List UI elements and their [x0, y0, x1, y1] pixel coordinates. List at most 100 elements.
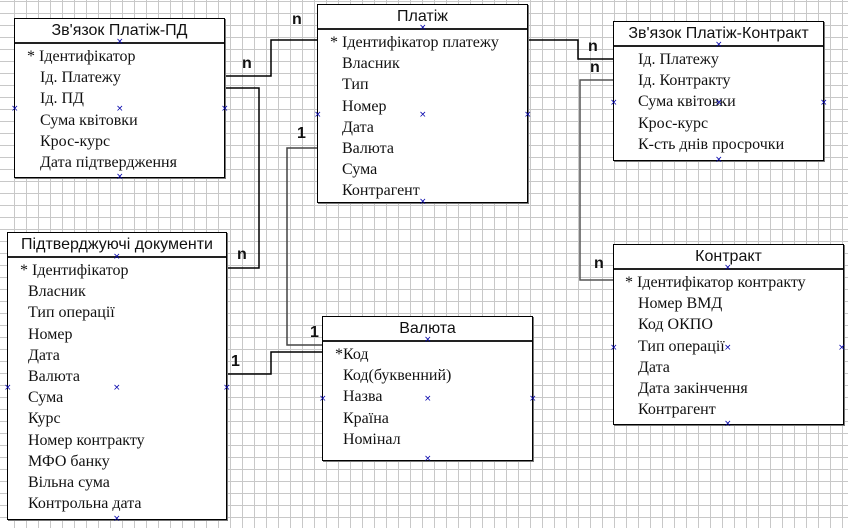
field: Власник — [342, 55, 400, 73]
field-primary-key: Ідентифікатор платежу — [318, 32, 527, 53]
entity-valyuta[interactable]: Валюта Код Код(буквенний) Назва Країна Н… — [322, 316, 533, 461]
entity-title: Підтверджуючі документи — [8, 233, 226, 258]
selection-handle-icon[interactable]: × — [838, 343, 846, 353]
cardinality-label: n — [242, 55, 252, 72]
selection-handle-icon[interactable]: × — [724, 263, 732, 273]
field: Ід. ПД — [40, 90, 84, 108]
field: Ід. Контракту — [638, 72, 731, 90]
selection-handle-icon[interactable]: × — [419, 23, 427, 33]
selection-handle-icon[interactable]: × — [724, 343, 732, 353]
entity-pidtv-dokumenty[interactable]: Підтверджуючі документи Ідентифікатор Вл… — [7, 232, 227, 520]
cardinality-label: n — [590, 59, 600, 76]
field: Ід. Платежу — [638, 51, 719, 68]
cardinality-label: n — [588, 38, 598, 55]
field: Дата — [342, 118, 374, 136]
selection-handle-icon[interactable]: × — [715, 155, 723, 165]
field: Номер — [28, 325, 73, 343]
selection-handle-icon[interactable]: × — [314, 110, 322, 120]
selection-handle-icon[interactable]: × — [4, 383, 12, 393]
rel-line-docs-valyuta — [228, 351, 322, 375]
selection-handle-icon[interactable]: × — [221, 104, 229, 114]
entity-title: Платіж — [318, 5, 527, 30]
selection-handle-icon[interactable]: × — [116, 104, 124, 114]
selection-handle-icon[interactable]: × — [424, 335, 432, 345]
cardinality-label: 1 — [297, 125, 306, 142]
cardinality-label: n — [237, 246, 247, 263]
selection-handle-icon[interactable]: × — [223, 383, 231, 393]
field: Номер контракту — [28, 431, 145, 449]
field-primary-key: Ідентифікатор контракту — [614, 272, 843, 293]
selection-handle-icon[interactable]: × — [610, 343, 618, 353]
cardinality-label: 1 — [231, 353, 240, 370]
selection-handle-icon[interactable]: × — [610, 98, 618, 108]
field-primary-key: Ідентифікатор — [8, 260, 226, 281]
field: Контрагент — [342, 182, 420, 200]
field: Код(буквенний) — [343, 367, 452, 385]
field-primary-key: Ідентифікатор — [15, 46, 224, 67]
field: Дата підтвердження — [40, 153, 177, 171]
field: Номінал — [343, 430, 401, 448]
selection-handle-icon[interactable]: × — [715, 98, 723, 108]
field: Дата — [638, 358, 670, 376]
field: Контрольна дата — [28, 495, 142, 513]
selection-handle-icon[interactable]: × — [319, 394, 327, 404]
selection-handle-icon[interactable]: × — [116, 172, 124, 182]
field: Тип операції — [28, 304, 115, 322]
field: Валюта — [28, 367, 80, 385]
selection-handle-icon[interactable]: × — [419, 197, 427, 207]
entity-kontrakt[interactable]: Контракт Ідентифікатор контракту Номер В… — [613, 244, 844, 425]
field: Власник — [28, 283, 86, 301]
rel-line-pd-docs — [226, 87, 260, 269]
selection-handle-icon[interactable]: × — [113, 383, 121, 393]
field: МФО банку — [28, 452, 110, 470]
field: Дата закінчення — [638, 379, 748, 397]
field: Номер — [342, 97, 387, 115]
field: Країна — [343, 409, 389, 427]
entity-zv-platizh-pd[interactable]: Зв'язок Платіж-ПД Ідентифікатор Ід. Плат… — [14, 18, 225, 178]
field: Сума — [28, 389, 64, 407]
selection-handle-icon[interactable]: × — [820, 98, 828, 108]
cardinality-label: n — [292, 11, 302, 28]
selection-handle-icon[interactable]: × — [11, 104, 19, 114]
field: Сума — [342, 161, 378, 179]
field: Крос-курс — [638, 114, 709, 132]
rel-line-platizh-valyuta — [286, 147, 322, 346]
field: Крос-курс — [40, 132, 111, 150]
field: Тип операції — [638, 337, 725, 355]
field: Назва — [343, 388, 383, 406]
field: Вільна сума — [28, 473, 110, 491]
field: Сума квітовки — [40, 111, 138, 129]
selection-handle-icon[interactable]: × — [113, 252, 121, 262]
selection-handle-icon[interactable]: × — [524, 110, 532, 120]
entity-title: Контракт — [614, 245, 843, 270]
selection-handle-icon[interactable]: × — [116, 37, 124, 47]
selection-handle-icon[interactable]: × — [715, 40, 723, 50]
field: К-сть днів просрочки — [638, 135, 785, 153]
field: Валюта — [342, 139, 394, 157]
field: Тип — [342, 76, 369, 94]
selection-handle-icon[interactable]: × — [113, 514, 121, 524]
rel-line-zvk-kontrakt — [579, 79, 614, 281]
cardinality-label: n — [594, 255, 604, 272]
entity-title: Зв'язок Платіж-ПД — [15, 19, 224, 44]
field: Курс — [28, 410, 61, 428]
selection-handle-icon[interactable]: × — [529, 394, 537, 404]
selection-handle-icon[interactable]: × — [424, 394, 432, 404]
field: Контрагент — [638, 401, 716, 419]
field: Код ОКПО — [638, 316, 713, 334]
selection-handle-icon[interactable]: × — [424, 454, 432, 464]
entity-zv-platizh-kontrakt[interactable]: Зв'язок Платіж-Контракт Ід. Платежу Ід. … — [613, 21, 824, 161]
rel-line-platizh-zvk — [528, 39, 614, 60]
entity-platizh[interactable]: Платіж Ідентифікатор платежу Власник Тип… — [317, 4, 528, 203]
field: Дата — [28, 346, 60, 364]
selection-handle-icon[interactable]: × — [724, 419, 732, 429]
selection-handle-icon[interactable]: × — [419, 110, 427, 120]
rel-line-pd-platizh — [224, 39, 318, 77]
field: Сума квітовки — [638, 93, 736, 111]
field-primary-key: Код — [323, 344, 532, 365]
field: Номер ВМД — [638, 295, 723, 313]
entity-title: Валюта — [323, 317, 532, 342]
cardinality-label: 1 — [310, 324, 319, 341]
entity-title: Зв'язок Платіж-Контракт — [614, 22, 823, 47]
